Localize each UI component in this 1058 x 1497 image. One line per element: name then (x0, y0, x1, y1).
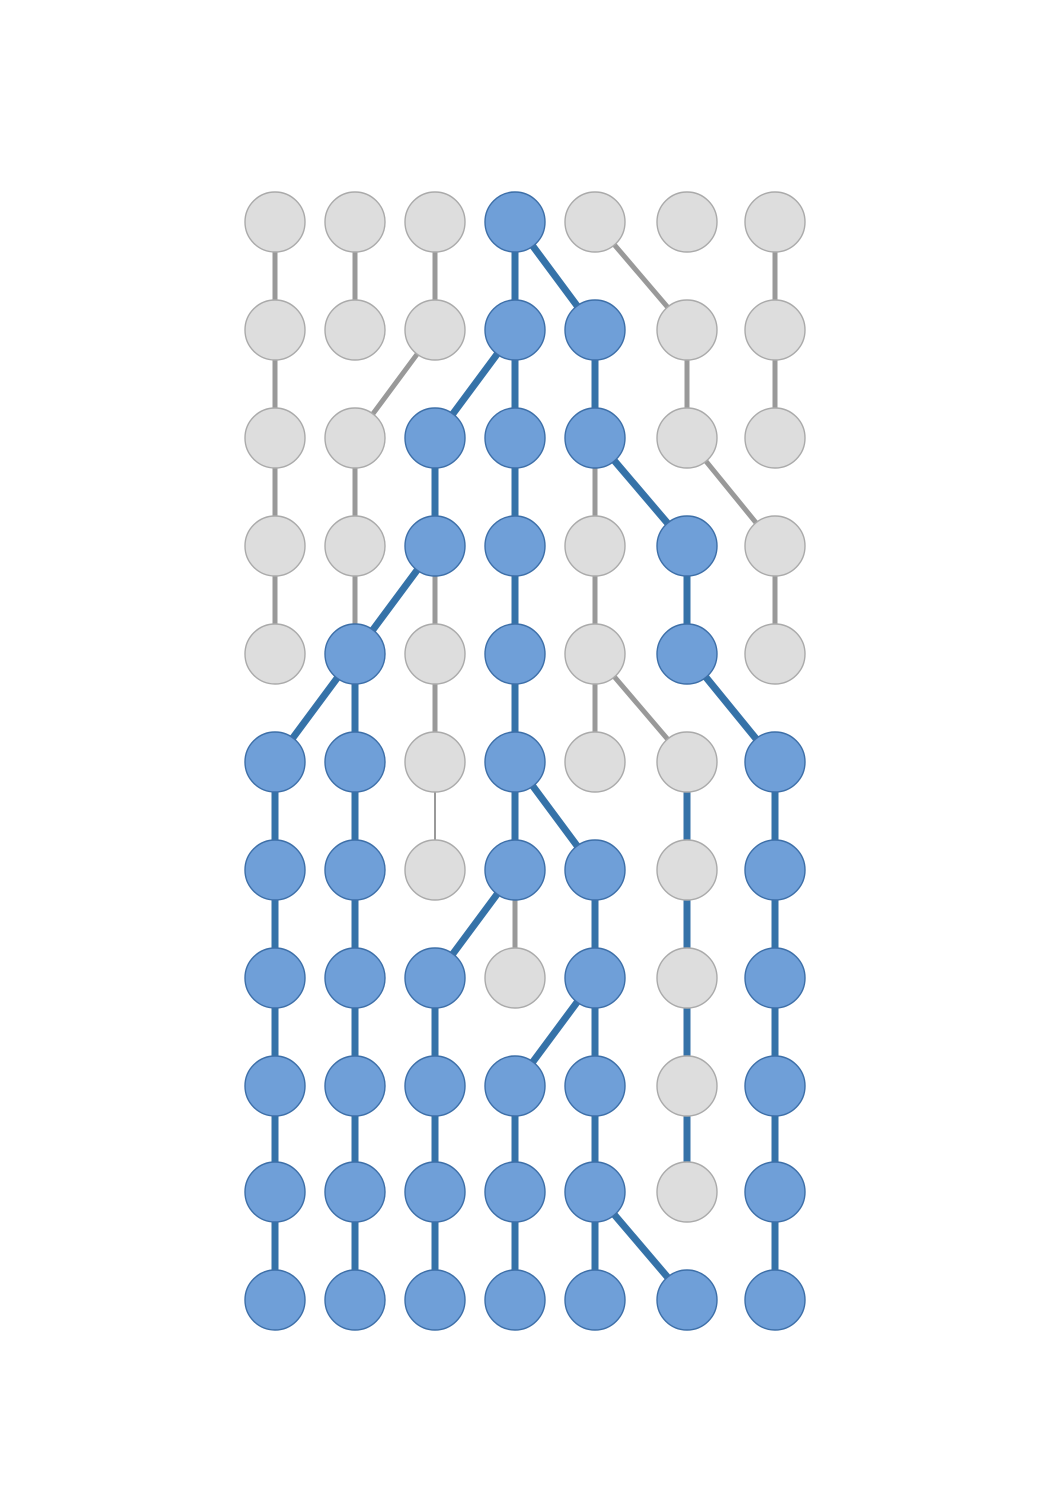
graph-node[interactable] (564, 191, 626, 253)
graph-node[interactable] (564, 299, 626, 361)
graph-node[interactable] (564, 839, 626, 901)
graph-node[interactable] (244, 839, 306, 901)
graph-node[interactable] (484, 731, 546, 793)
graph-edge (611, 1211, 671, 1281)
graph-edge (449, 351, 501, 417)
graph-node[interactable] (484, 299, 546, 361)
graph-node[interactable] (484, 623, 546, 685)
graph-node[interactable] (244, 299, 306, 361)
graph-node[interactable] (744, 1269, 806, 1331)
graph-node[interactable] (404, 407, 466, 469)
graph-node[interactable] (324, 1161, 386, 1223)
graph-node[interactable] (484, 1161, 546, 1223)
graph-node[interactable] (656, 731, 718, 793)
graph-edge (449, 891, 501, 957)
graph-node[interactable] (404, 731, 466, 793)
graph-edge (529, 999, 581, 1065)
graph-node[interactable] (324, 731, 386, 793)
graph-node[interactable] (244, 1055, 306, 1117)
graph-node[interactable] (244, 407, 306, 469)
graph-node[interactable] (324, 299, 386, 361)
graph-edge (703, 458, 759, 526)
graph-node[interactable] (656, 407, 718, 469)
graph-node[interactable] (564, 731, 626, 793)
graph-node[interactable] (404, 299, 466, 361)
graph-node[interactable] (656, 1161, 718, 1223)
graph-node[interactable] (564, 1161, 626, 1223)
graph-node[interactable] (744, 515, 806, 577)
graph-node[interactable] (484, 1055, 546, 1117)
graph-node[interactable] (744, 1161, 806, 1223)
graph-edge (370, 351, 420, 417)
graph-node[interactable] (324, 623, 386, 685)
graph-node[interactable] (656, 947, 718, 1009)
graph-node[interactable] (324, 191, 386, 253)
graph-node[interactable] (564, 947, 626, 1009)
graph-node[interactable] (656, 839, 718, 901)
graph-edge (702, 674, 760, 742)
graph-edge (529, 243, 581, 309)
graph-node[interactable] (404, 191, 466, 253)
graph-node[interactable] (404, 1269, 466, 1331)
graph-node[interactable] (404, 623, 466, 685)
graph-node[interactable] (244, 947, 306, 1009)
graph-node[interactable] (484, 515, 546, 577)
graph-node[interactable] (324, 947, 386, 1009)
graph-node[interactable] (744, 1055, 806, 1117)
graph-node[interactable] (244, 623, 306, 685)
graph-edge (611, 674, 671, 742)
graph-node[interactable] (324, 515, 386, 577)
graph-node[interactable] (564, 1269, 626, 1331)
graph-node[interactable] (484, 1269, 546, 1331)
graph-node[interactable] (564, 623, 626, 685)
graph-node[interactable] (244, 515, 306, 577)
graph-node[interactable] (404, 1055, 466, 1117)
graph-node[interactable] (404, 515, 466, 577)
graph-node[interactable] (404, 839, 466, 901)
graph-node[interactable] (564, 515, 626, 577)
nodes-layer (244, 191, 806, 1331)
graph-node[interactable] (244, 731, 306, 793)
graph-edge (529, 783, 581, 849)
graph-node[interactable] (656, 515, 718, 577)
graph-node[interactable] (744, 191, 806, 253)
graph-node[interactable] (484, 947, 546, 1009)
graph-node[interactable] (744, 947, 806, 1009)
graph-edge (611, 242, 671, 310)
graph-node[interactable] (564, 407, 626, 469)
graph-node[interactable] (484, 839, 546, 901)
graph-node[interactable] (744, 623, 806, 685)
graph-node[interactable] (244, 1269, 306, 1331)
graph-edge (289, 675, 341, 741)
graph-node[interactable] (656, 623, 718, 685)
graph-node[interactable] (744, 407, 806, 469)
graph-node[interactable] (324, 1055, 386, 1117)
graph-node[interactable] (324, 407, 386, 469)
graph-node[interactable] (484, 407, 546, 469)
graph-node[interactable] (656, 299, 718, 361)
graph-node[interactable] (744, 839, 806, 901)
edges-layer (271, 242, 779, 1281)
graph-node[interactable] (656, 1269, 718, 1331)
graph-node[interactable] (244, 191, 306, 253)
graph-node[interactable] (244, 1161, 306, 1223)
graph-node[interactable] (324, 839, 386, 901)
graph-node[interactable] (404, 947, 466, 1009)
graph-node[interactable] (484, 191, 546, 253)
graph-node[interactable] (564, 1055, 626, 1117)
graph-node[interactable] (744, 299, 806, 361)
graph-node[interactable] (404, 1161, 466, 1223)
graph-node[interactable] (744, 731, 806, 793)
graph-edge (611, 457, 671, 527)
graph-node[interactable] (656, 191, 718, 253)
graph-edge (369, 567, 421, 633)
graph-node[interactable] (324, 1269, 386, 1331)
graph-node[interactable] (656, 1055, 718, 1117)
